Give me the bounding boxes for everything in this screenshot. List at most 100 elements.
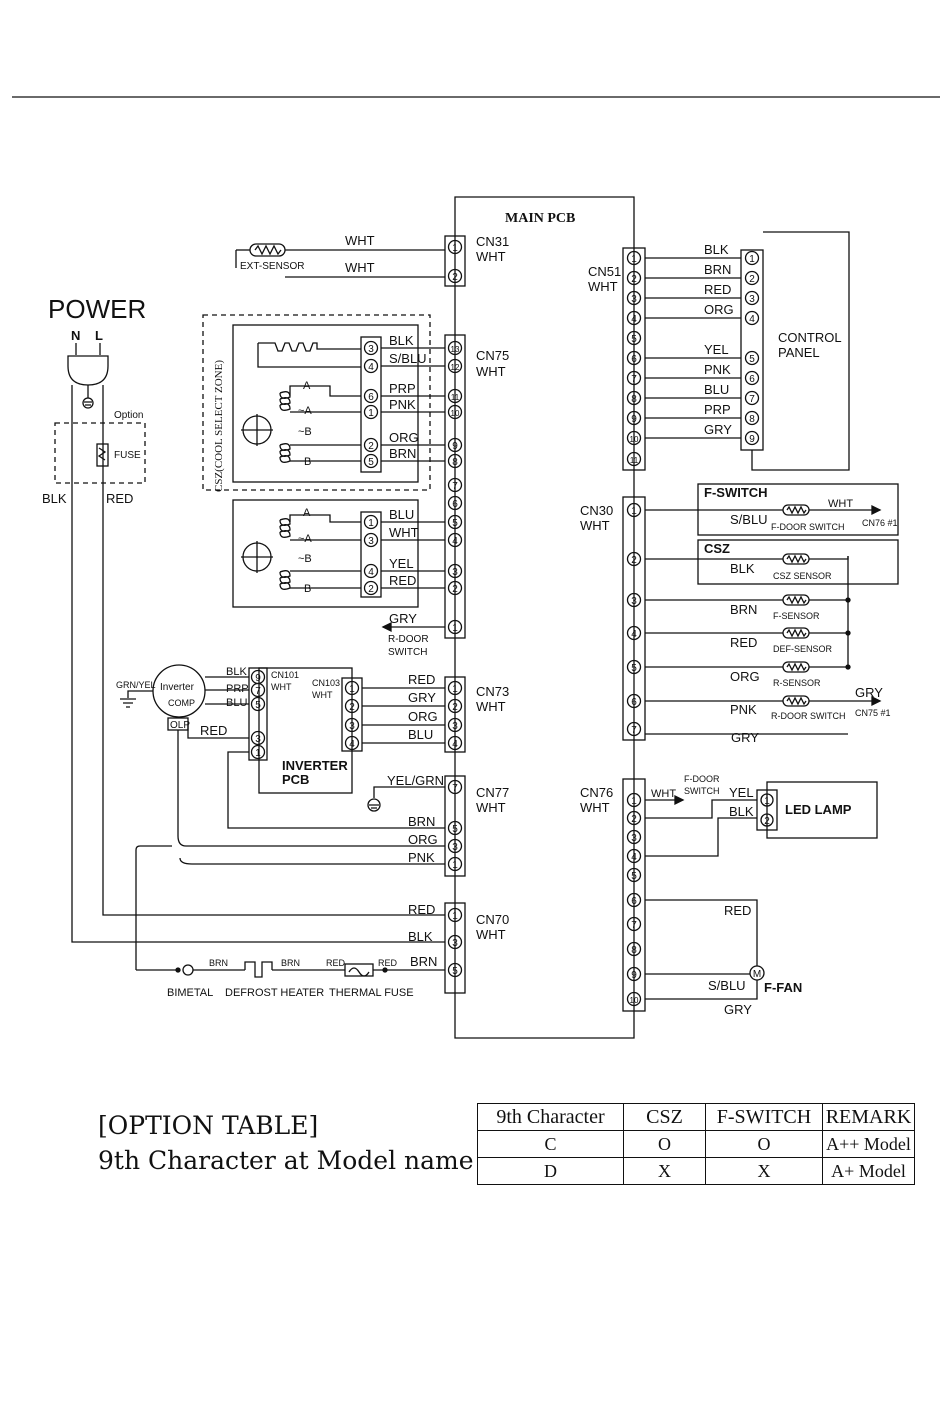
cn51-wire-color: PNK [704,362,731,377]
control-panel-pin-number: 7 [749,394,755,405]
cn70-connector [444,902,466,994]
control-panel-pin-number: 1 [749,254,755,265]
csz-local-pin-number: 6 [368,392,374,403]
ext-sensor-resistor [249,243,286,257]
cn75-pin [447,388,463,404]
cn75-wire-color: BLU [389,507,414,522]
table-cell: C [477,1130,624,1158]
cn73-color: WHT [476,699,506,714]
cn30-pin-number: 6 [631,697,637,708]
f-fan-motor-icon [749,965,765,981]
csz-sensor-box [697,539,899,585]
cn51-label: CN51 [588,264,621,279]
r-door-arrow-icon [381,621,392,633]
stepper-motor-cross [241,541,273,573]
power-plug [67,355,109,386]
control-panel-pin-number: 6 [749,374,755,385]
cn70-red-label: RED [408,902,435,917]
def-sensor-icon-zigzag [786,628,807,638]
table-cell: A+ Model [822,1157,915,1185]
cn75-pin [447,495,463,511]
ext-sensor-label: EXT-SENSOR [240,261,304,272]
control-panel-pin [744,290,760,306]
cn77-pin [447,838,463,854]
f-door-switch-label-1: F-DOOR [684,774,720,784]
cn51-wire-color: ORG [704,302,734,317]
cn77-pin-number: 7 [452,783,458,794]
csz-local-pin-number: 3 [368,344,374,355]
stepper-local-pin [363,514,379,530]
cn76-pin [626,991,642,1007]
cn75-wire-color: S/BLU [389,351,427,366]
cn76-pin-number: 3 [631,833,637,844]
cn73-pin [447,735,463,751]
cn30-pin7-gry: GRY [731,730,759,745]
cn51-wire-color: BLU [704,382,729,397]
cn103-label: CN103 [312,678,340,688]
comp-wire-prp: PRP [226,683,249,695]
control-panel-pin [744,430,760,446]
cn101-pin-number: 1 [255,748,261,759]
table-row: C O O A++ Model [477,1130,915,1158]
cn76-pin-number: 9 [631,970,637,981]
cn51-pin-number: 6 [631,354,637,365]
cn73-pin [447,698,463,714]
csz-motor-box [232,324,419,483]
ext-sensor-wires [235,249,445,278]
cn51-wire-color: YEL [704,342,729,357]
cn30-pin [626,551,642,567]
cn70-pin-number: 5 [452,966,458,977]
heater-brn-2: BRN [281,958,300,968]
control-panel-pin-number: 3 [749,294,755,305]
table-cell: X [705,1157,823,1185]
csz-local-pin-number: 4 [368,362,374,373]
csz-zone-label: CSZ(COOL SELECT ZONE) [213,360,225,492]
heater-brn-1: BRN [209,958,228,968]
cn75-wire-color: WHT [389,525,419,540]
csz-sensor-icon-zigzag [786,554,807,564]
cn75-label: CN75 [476,348,509,363]
led-blk-wire [645,817,757,857]
cn51-color: WHT [588,279,618,294]
csz-coil-b-icon [279,443,291,463]
cn76-label: CN76 [580,785,613,800]
r-door-switch-icon [782,695,810,707]
cn73-wire-color: ORG [408,709,438,724]
cn77-brn-label: BRN [408,814,435,829]
r-door-wire-color: GRY [389,611,417,626]
coil-label-nb: ~B [298,553,312,565]
cn30-pin [626,693,642,709]
cn75-wire-color: ORG [389,430,419,445]
cn51-pin [626,350,642,366]
comp-wire-blk: BLK [226,666,247,678]
cn75-wire-color: BLK [389,333,414,348]
bimetal-icon [182,964,194,976]
cn75-pin-number: 2 [452,584,458,595]
olp-to-cn77-wire [177,730,445,847]
table-cell: D [477,1157,624,1185]
stepper-local-pin [363,532,379,548]
cn70-pin-number: 3 [452,938,458,949]
cn31-pin [447,268,463,284]
cn30-pin-number: 3 [631,596,637,607]
cn76-pin [626,810,642,826]
stepper-local-pin-number: 4 [368,567,374,578]
csz-local-pin [363,358,379,374]
def-sensor-icon [782,627,810,639]
cn76-pin-number: 6 [631,896,637,907]
cn103-pin [344,680,360,696]
heater-return-wire [135,845,172,970]
cn101-connector [248,667,268,761]
cn77-org-label: ORG [408,832,438,847]
cn75-wire-color: PRP [389,381,416,396]
coil-label-na: ~A [298,405,312,417]
comp-ground-wire [127,690,153,698]
cn51-pin [626,290,642,306]
cn30-color: WHT [580,518,610,533]
csz-coil-a-icon [279,391,291,411]
cn31-pin-number: 1 [452,243,458,254]
r-sensor-icon [782,661,810,673]
cn76-pin [626,916,642,932]
option-table-header: 9th Character [477,1103,624,1131]
